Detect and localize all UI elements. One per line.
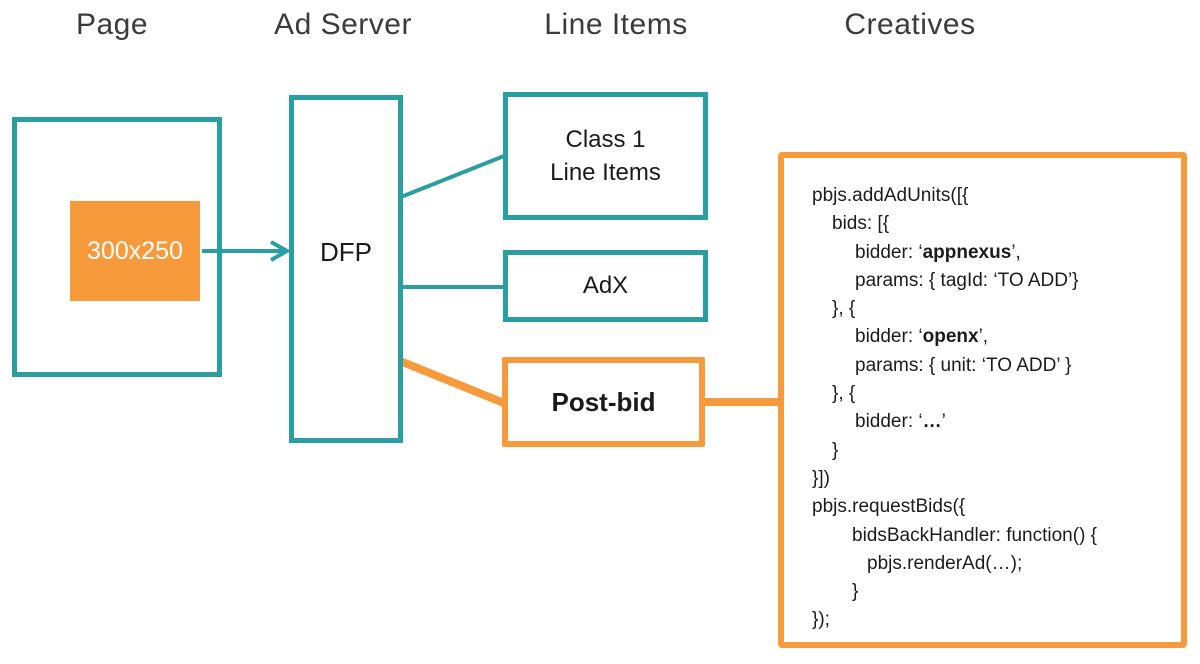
ad-slot-300x250: 300x250: [70, 201, 200, 301]
code-segment-bold: …: [922, 411, 942, 433]
code-segment: pbjs.requestBids({: [812, 496, 966, 518]
creatives-code-box: pbjs.addAdUnits([{bids: [{bidder: ‘appne…: [778, 152, 1187, 648]
code-line: pbjs.requestBids({: [812, 493, 1175, 521]
code-line: params: { tagId: ‘TO ADD’}: [812, 267, 1175, 295]
class1-label-line1: Class 1: [565, 126, 646, 153]
code-line: bidsBackHandler: function() {: [812, 522, 1175, 550]
code-segment: params: { unit: ‘TO ADD’ }: [855, 354, 1072, 376]
adx-label: AdX: [582, 272, 629, 299]
code-segment: }, {: [832, 383, 856, 405]
code-segment: ’,: [1011, 241, 1021, 263]
code-segment: }]): [812, 467, 830, 489]
code-line: bidder: ‘openx’,: [812, 323, 1175, 351]
page-container-box: [12, 117, 222, 377]
dfp-label: DFP: [320, 236, 372, 267]
code-segment: }: [852, 581, 859, 603]
code-segment: pbjs.addAdUnits([{: [812, 185, 969, 206]
code-line: bidder: ‘appnexus’,: [812, 239, 1175, 267]
arrowhead-icon: [270, 240, 292, 262]
connector-dfp-to-postbid: [398, 357, 506, 407]
code-segment: params: { tagId: ‘TO ADD’}: [855, 269, 1079, 291]
code-line: bidder: ‘…’: [812, 408, 1175, 436]
code-segment: });: [812, 609, 830, 631]
code-segment: pbjs.renderAd(…);: [867, 552, 1023, 574]
ad-slot-label: 300x250: [87, 236, 183, 265]
code-segment: bidsBackHandler: function() {: [852, 524, 1098, 546]
code-line: }, {: [812, 380, 1175, 408]
column-header-ad-server: Ad Server: [274, 8, 412, 41]
code-segment: bidder: ‘: [855, 241, 923, 263]
column-header-creatives: Creatives: [844, 8, 976, 41]
column-header-page: Page: [75, 8, 149, 41]
column-header-line-items: Line Items: [544, 8, 688, 41]
code-line: }, {: [812, 295, 1175, 323]
code-line: params: { unit: ‘TO ADD’ }: [812, 352, 1175, 380]
code-line: }: [812, 578, 1175, 606]
connector-dfp-to-class1: [400, 154, 505, 199]
code-line: pbjs.addAdUnits([{: [812, 182, 1175, 210]
code-segment: ’: [941, 411, 946, 433]
code-segment: bidder: ‘: [855, 411, 923, 433]
class1-label-line2: Line Items: [550, 159, 661, 186]
code-line: bids: [{: [812, 210, 1175, 238]
postbid-label: Post-bid: [551, 386, 656, 417]
code-segment-bold: openx: [922, 326, 979, 348]
code-segment: ’,: [978, 326, 989, 348]
code-block: pbjs.addAdUnits([{bids: [{bidder: ‘appne…: [812, 182, 1175, 635]
code-segment: }, {: [832, 298, 856, 320]
code-line: }: [812, 437, 1175, 465]
code-segment: bidder: ‘: [855, 326, 923, 348]
code-segment-bold: appnexus: [922, 241, 1012, 263]
code-line: pbjs.renderAd(…);: [812, 550, 1175, 578]
class1-line-items-box: Class 1 Line Items: [503, 92, 708, 220]
code-line: }]): [812, 465, 1175, 493]
code-segment: bids: [{: [832, 213, 890, 235]
adx-box: AdX: [503, 250, 708, 322]
code-line: });: [812, 606, 1175, 634]
code-segment: }: [832, 439, 839, 461]
postbid-box: Post-bid: [502, 357, 705, 447]
dfp-box: DFP: [289, 95, 403, 443]
